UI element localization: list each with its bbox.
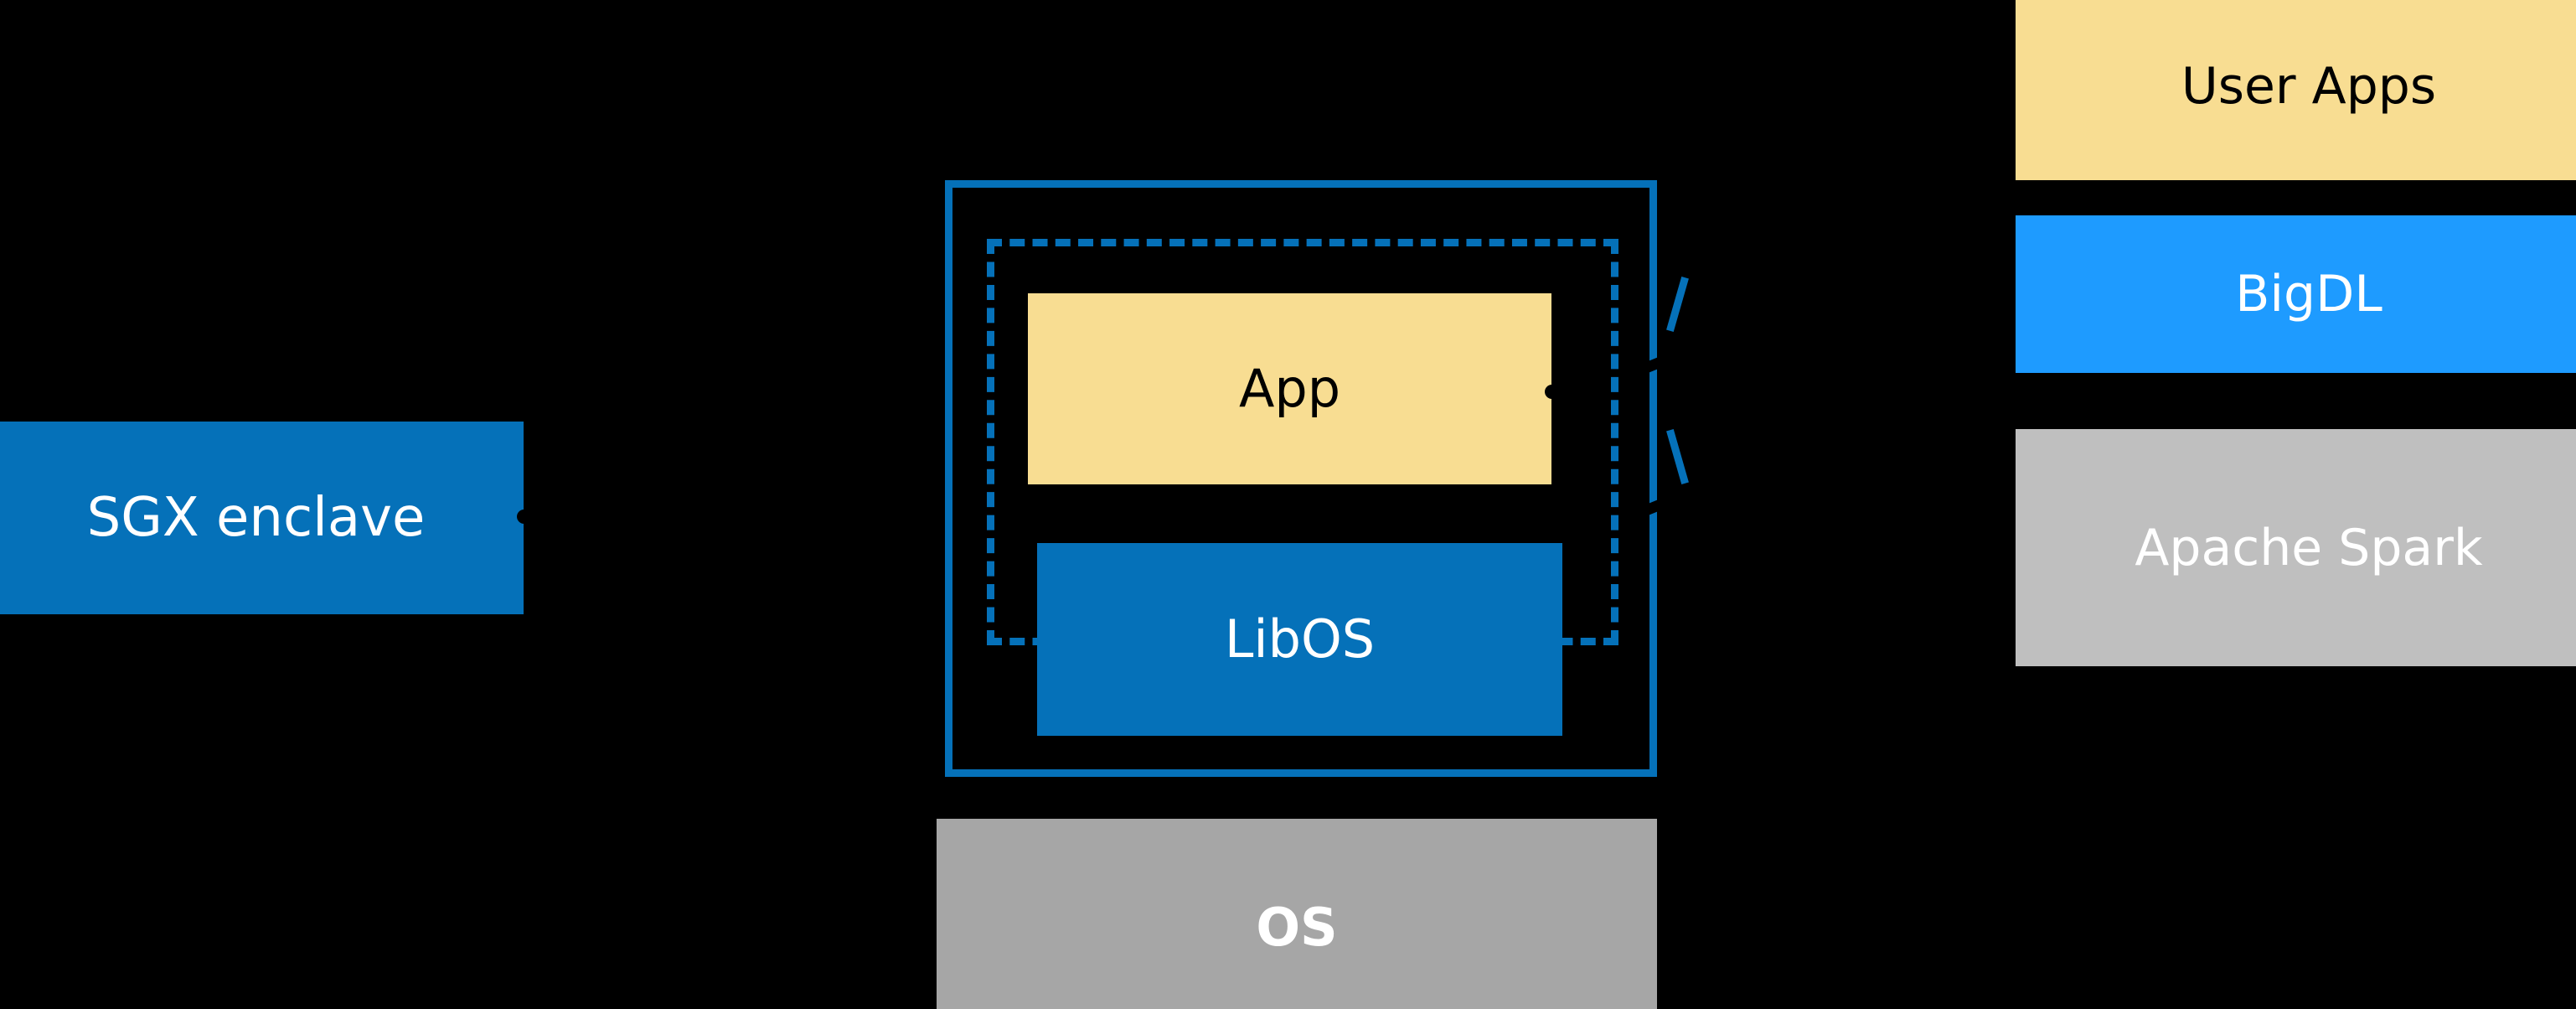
sgx-connector-dot bbox=[517, 510, 531, 524]
bigdl-label: BigDL bbox=[2235, 265, 2382, 323]
apache-spark-box: Apache Spark bbox=[2016, 429, 2576, 666]
app-label: App bbox=[1238, 357, 1341, 419]
os-box: OS bbox=[937, 819, 1657, 1009]
sgx-enclave-box: SGX enclave bbox=[0, 422, 524, 614]
libos-label: LibOS bbox=[1224, 608, 1376, 670]
leader-line-upper bbox=[1666, 277, 1689, 332]
os-label: OS bbox=[1256, 896, 1338, 958]
bigdl-box: BigDL bbox=[2016, 215, 2576, 373]
app-connector-dot bbox=[1545, 385, 1559, 399]
libos-box: LibOS bbox=[1037, 543, 1562, 736]
app-box: App bbox=[1028, 293, 1551, 484]
enclave-container-outline bbox=[945, 180, 1657, 777]
user-apps-box: User Apps bbox=[2016, 0, 2576, 180]
sgx-enclave-label: SGX enclave bbox=[86, 486, 426, 549]
leader-line-lower bbox=[1666, 429, 1689, 484]
user-apps-label: User Apps bbox=[2181, 56, 2437, 116]
apache-spark-label: Apache Spark bbox=[2135, 518, 2483, 577]
